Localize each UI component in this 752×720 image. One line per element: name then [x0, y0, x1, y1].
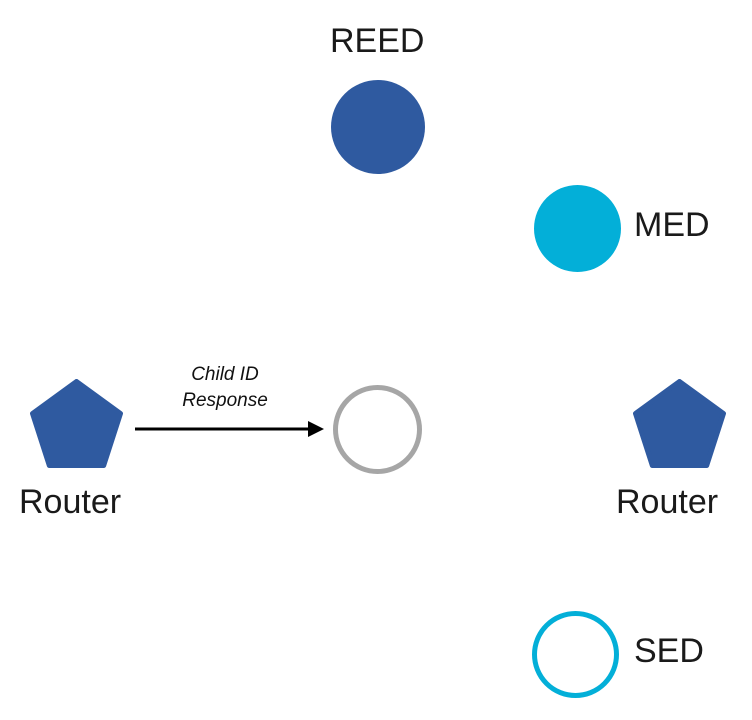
med-node-label: MED	[634, 206, 710, 244]
reed-node-circle-icon	[331, 80, 425, 174]
edge-label-line-1: Child ID	[191, 364, 259, 385]
pentagon-shape	[30, 379, 123, 468]
pentagon-shape	[633, 379, 726, 468]
router-right-label: Router	[616, 483, 719, 521]
router-left-pentagon-icon	[29, 379, 124, 471]
edge-label-line-2: Response	[182, 390, 268, 411]
child-id-response-edge-label: Child ID Response	[150, 362, 300, 414]
child-id-response-arrow-icon	[130, 415, 330, 445]
reed-node-label: REED	[330, 22, 425, 60]
joiner-node-ring-icon	[333, 385, 422, 474]
med-node-circle-icon	[534, 185, 621, 272]
arrow-shape	[135, 421, 324, 437]
sed-node-label: SED	[634, 632, 704, 670]
sed-node-ring-icon	[532, 611, 619, 698]
router-left-label: Router	[19, 483, 122, 521]
router-right-pentagon-icon	[632, 379, 727, 471]
